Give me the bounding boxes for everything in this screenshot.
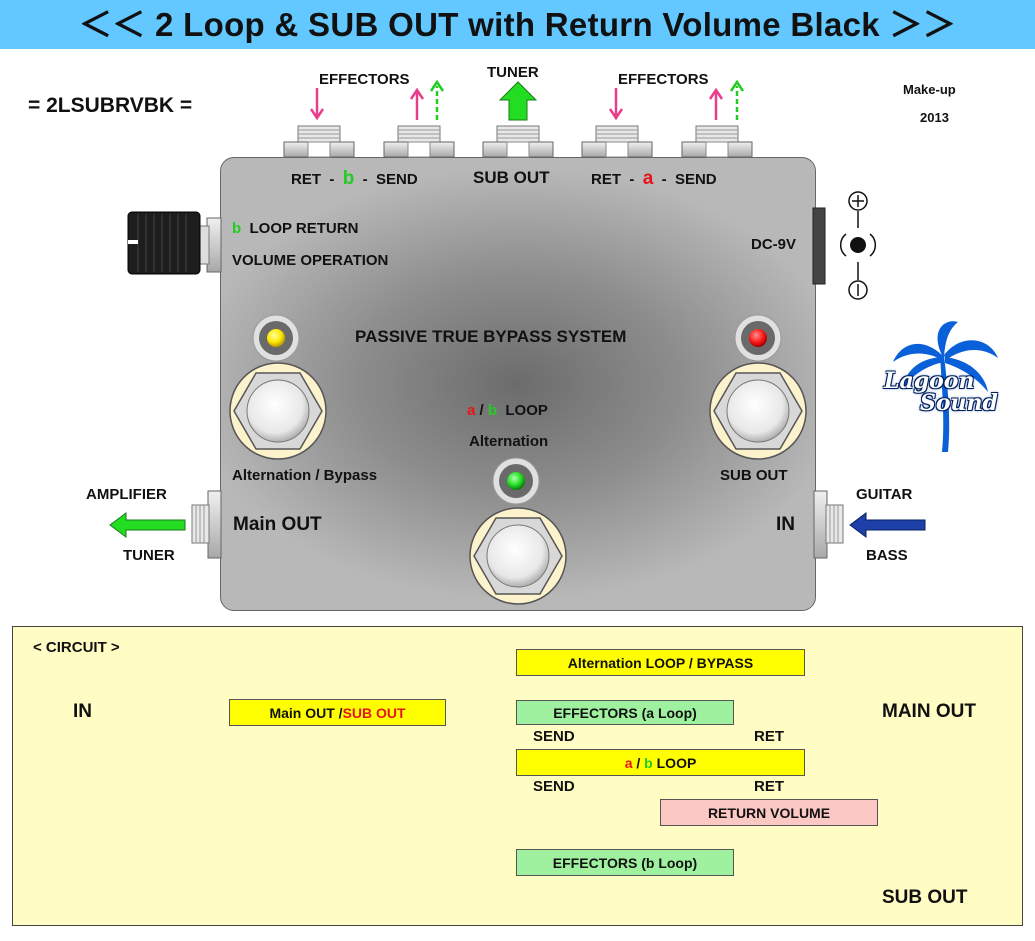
jack-label-sub-out: SUB OUT <box>473 168 550 187</box>
return-arrow-icon <box>409 87 425 120</box>
sub-out-text: SUB OUT <box>342 704 406 721</box>
loop-a-marker: a <box>624 754 633 771</box>
return-volume-box: RETURN VOLUME <box>660 799 878 826</box>
dc-label: DC-9V <box>751 236 797 253</box>
logo-line1: Lagoon <box>884 368 975 394</box>
main-out-label: Main OUT <box>233 514 322 535</box>
main-sub-out-box: Main OUT / SUB OUT <box>229 699 446 726</box>
ret-label-2: RET <box>754 778 784 795</box>
footswitch-alternation-bypass[interactable] <box>229 362 327 460</box>
send-label: SEND <box>375 171 418 188</box>
slash: / <box>632 754 645 771</box>
effectors-a-box: EFFECTORS (a Loop) <box>516 700 734 725</box>
loop-b-marker: b <box>232 220 242 237</box>
send-arrow-icon <box>608 88 624 121</box>
jack-in[interactable] <box>813 490 844 559</box>
slash: / <box>479 402 484 419</box>
logo-line2: Sound <box>920 390 998 416</box>
led-green <box>492 457 540 505</box>
in-label: IN <box>776 514 795 535</box>
send-arrow-icon <box>309 88 325 121</box>
knob-label-line1: b LOOP RETURN <box>232 220 358 237</box>
tuner-label-top: TUNER <box>487 64 539 81</box>
left-switch-label: Alternation / Bypass <box>232 467 378 484</box>
jack-a-ret[interactable] <box>581 125 653 158</box>
led-yellow <box>252 314 300 362</box>
tuner-out-arrow-icon <box>498 81 538 121</box>
ret-label: RET <box>291 171 321 188</box>
circuit-header: < CIRCUIT > <box>33 639 120 656</box>
page-title: ＜＜ 2 Loop & SUB OUT with Return Volume B… <box>78 6 957 43</box>
circuit-panel <box>12 626 1023 926</box>
return-arrow-icon <box>708 87 724 120</box>
circuit-main-out-label: MAIN OUT <box>882 701 976 722</box>
main-out-arrow-icon <box>109 512 186 538</box>
right-switch-label: SUB OUT <box>720 467 788 484</box>
jack-label-a-ret: RET - a - SEND <box>591 168 717 190</box>
effectors-label-left: EFFECTORS <box>319 71 410 88</box>
logo-text: Lagoon Sound <box>884 368 1014 414</box>
send-label-2: SEND <box>533 778 575 795</box>
circuit-in-label: IN <box>73 701 92 722</box>
ab-loop-box: a / b LOOP <box>516 749 805 776</box>
top-jacks <box>283 125 753 158</box>
loop-a-marker: a <box>467 402 476 419</box>
footswitch-ab-loop[interactable] <box>469 507 567 605</box>
ret-label-1: RET <box>754 728 784 745</box>
loop-b-marker: b <box>487 402 498 419</box>
polarity-icon <box>839 191 877 300</box>
send-label: SEND <box>674 171 717 188</box>
input-arrow-icon <box>849 512 926 538</box>
makeup-year: 2013 <box>920 110 949 125</box>
dash: - <box>661 171 667 188</box>
volume-knob[interactable] <box>127 211 222 275</box>
effectors-label-right: EFFECTORS <box>618 71 709 88</box>
loop-a-marker: a <box>642 168 654 189</box>
dc-jack[interactable] <box>812 207 826 285</box>
jack-a-send[interactable] <box>681 125 753 158</box>
jack-sub-out[interactable] <box>482 125 554 158</box>
circuit-sub-out-label: SUB OUT <box>882 887 968 908</box>
system-label: PASSIVE TRUE BYPASS SYSTEM <box>355 327 627 346</box>
loop-text: LOOP <box>505 402 548 419</box>
loop-return-text: LOOP RETURN <box>249 220 359 237</box>
loop-b-marker: b <box>342 168 355 189</box>
guitar-label: GUITAR <box>856 486 913 503</box>
footswitch-sub-out[interactable] <box>709 362 807 460</box>
dash: - <box>629 171 635 188</box>
center-switch-label: a / b LOOP <box>467 402 548 419</box>
send-label-1: SEND <box>533 728 575 745</box>
ret-label: RET <box>591 171 621 188</box>
effectors-b-box: EFFECTORS (b Loop) <box>516 849 734 876</box>
jack-b-ret[interactable] <box>283 125 355 158</box>
led-red <box>734 314 782 362</box>
dash: - <box>362 171 368 188</box>
bass-label: BASS <box>866 547 908 564</box>
jack-b-send[interactable] <box>383 125 455 158</box>
main-out-text: Main OUT / <box>269 704 343 721</box>
model-code: = 2LSUBRVBK = <box>28 94 193 117</box>
jack-label-b-ret: RET - b - SEND <box>291 168 418 190</box>
top-signal-arrows <box>309 79 745 121</box>
lagoon-sound-logo <box>893 321 998 452</box>
makeup-label: Make-up <box>903 82 956 97</box>
jack-main-out[interactable] <box>191 490 222 559</box>
tuner-label-left: TUNER <box>123 547 175 564</box>
return-dashed-arrow-icon <box>729 79 745 120</box>
loop-b-marker: b <box>644 754 653 771</box>
alternation-box: Alternation LOOP / BYPASS <box>516 649 805 676</box>
title-bar <box>0 0 1035 49</box>
center-switch-label2: Alternation <box>469 433 549 450</box>
loop-text: LOOP <box>652 754 697 771</box>
dash: - <box>329 171 335 188</box>
return-dashed-arrow-icon <box>429 79 445 120</box>
knob-label-line2: VOLUME OPERATION <box>232 252 389 269</box>
amplifier-label: AMPLIFIER <box>86 486 167 503</box>
